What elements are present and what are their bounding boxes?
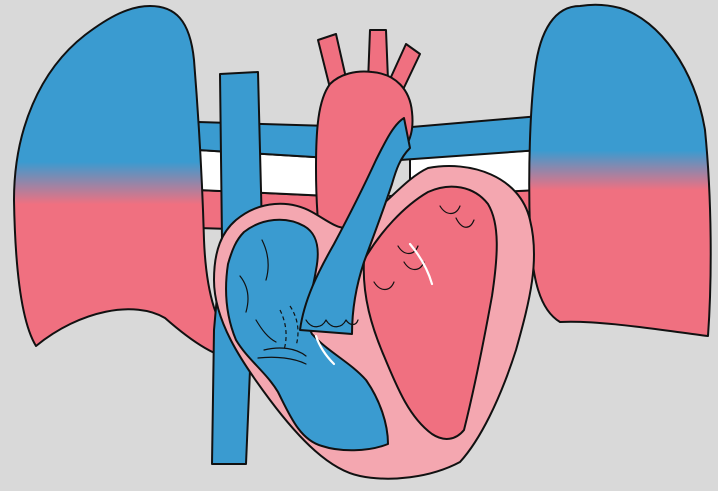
right-lung: [529, 5, 710, 336]
